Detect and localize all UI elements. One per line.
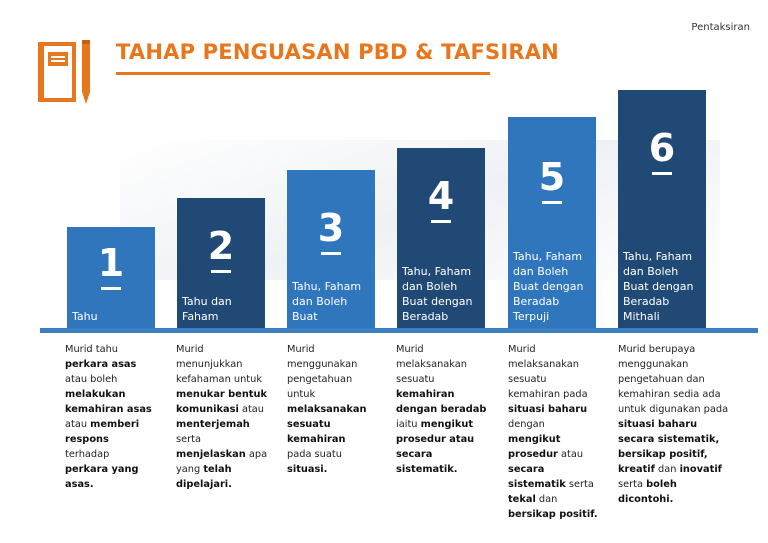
desc-bold-text: boleh dicontohi. — [618, 479, 677, 505]
desc-text: Murid melaksanakan sesuatu kemahiran pad… — [508, 344, 588, 400]
level-label: Tahu, Faham dan Boleh Buat — [292, 280, 362, 323]
level-bar-5: 5 Tahu, Faham dan Boleh Buat dengan Bera… — [508, 117, 596, 328]
title-underline — [116, 72, 490, 75]
desc-bold-text: perkara asas — [65, 359, 137, 370]
number-underline — [542, 201, 562, 204]
level-description-5: Murid melaksanakan sesuatu kemahiran pad… — [508, 342, 600, 522]
desc-text: Murid melaksanakan sesuatu — [396, 344, 468, 385]
desc-text: atau boleh — [65, 374, 118, 385]
level-label: Tahu, Faham dan Boleh Buat dengan Berada… — [623, 250, 694, 323]
level-label: Tahu, Faham dan Boleh Buat dengan Berada… — [402, 265, 473, 323]
desc-text: Murid berupaya menggunakan pengetahuan d… — [618, 344, 729, 415]
level-number: 3 — [317, 206, 345, 250]
level-bar-6: 6 Tahu, Faham dan Boleh Buat dengan Bera… — [618, 90, 706, 328]
desc-bold-text: menukar bentuk komunikasi — [176, 389, 267, 415]
number-underline — [101, 287, 121, 290]
level-label: Tahu dan Faham — [182, 295, 232, 323]
level-number: 6 — [648, 126, 676, 170]
number-underline — [652, 172, 672, 175]
level-number: 1 — [97, 241, 125, 285]
level-bar-4: 4 Tahu, Faham dan Boleh Buat dengan Bera… — [397, 148, 485, 328]
desc-bold-text: melakukan kemahiran asas — [65, 389, 152, 415]
desc-text: iaitu — [396, 419, 421, 430]
number-underline — [211, 270, 231, 273]
desc-text: atau — [65, 419, 91, 430]
desc-text: dan — [654, 464, 680, 475]
level-description-4: Murid melaksanakan sesuatu kemahiran den… — [396, 342, 488, 477]
level-bar-1: 1 Tahu — [67, 227, 155, 328]
desc-bold-text: inovatif — [679, 464, 722, 475]
desc-bold-text: kemahiran dengan beradab — [396, 389, 487, 415]
level-bar-2: 2 Tahu dan Faham — [177, 198, 265, 328]
desc-text: serta — [618, 479, 647, 490]
corner-label: Pentaksiran — [691, 22, 750, 33]
desc-bold-text: menterjemah — [176, 419, 250, 430]
desc-bold-text: situasi. — [287, 464, 328, 475]
desc-bold-text: telah dipelajari. — [176, 464, 232, 490]
level-description-3: Murid menggunakan pengetahuan untuk mela… — [287, 342, 373, 477]
desc-text: dengan — [508, 419, 545, 430]
level-description-1: Murid tahu perkara asas atau boleh melak… — [65, 342, 155, 492]
desc-text: Murid menunjukkan kefahaman untuk — [176, 344, 263, 385]
number-underline — [431, 220, 451, 223]
desc-bold-text: memberi respons — [65, 419, 140, 445]
desc-text: serta — [565, 479, 594, 490]
level-label: Tahu — [72, 310, 98, 323]
level-number: 5 — [538, 155, 566, 199]
notebook-pencil-icon — [38, 40, 90, 104]
desc-bold-text: menjelaskan — [176, 449, 246, 460]
level-number: 4 — [427, 174, 455, 218]
desc-bold-text: bersikap positif. — [508, 509, 598, 520]
desc-bold-text: mengikut prosedur — [508, 434, 561, 460]
desc-text: dan — [535, 494, 558, 505]
desc-bold-text: mengikut prosedur atau secara sistematik… — [396, 419, 475, 475]
page-title: TAHAP PENGUASAN PBD & TAFSIRAN — [116, 40, 559, 64]
desc-text: pada suatu — [287, 449, 342, 460]
baseline — [40, 328, 758, 333]
level-number: 2 — [207, 224, 235, 268]
desc-text: Murid tahu — [65, 344, 119, 355]
desc-text: atau — [238, 404, 264, 415]
level-description-6: Murid berupaya menggunakan pengetahuan d… — [618, 342, 730, 507]
number-underline — [321, 252, 341, 255]
desc-text: Murid menggunakan pengetahuan untuk — [287, 344, 358, 400]
desc-text: atau — [557, 449, 584, 460]
desc-text: apa yang — [176, 449, 268, 475]
desc-bold-text: perkara yang asas. — [65, 464, 139, 490]
desc-text: terhadap — [65, 449, 110, 460]
level-bar-3: 3 Tahu, Faham dan Boleh Buat — [287, 170, 375, 328]
desc-bold-text: situasi baharu — [508, 404, 588, 415]
desc-bold-text: situasi baharu secara sistematik, bersik… — [618, 419, 720, 475]
desc-bold-text: melaksanakan sesuatu kemahiran — [287, 404, 367, 445]
level-description-2: Murid menunjukkan kefahaman untuk menuka… — [176, 342, 268, 492]
desc-bold-text: secara sistematik — [508, 464, 566, 490]
desc-text: serta — [176, 434, 202, 445]
desc-bold-text: tekal — [508, 494, 536, 505]
level-label: Tahu, Faham dan Boleh Buat dengan Berada… — [513, 250, 584, 323]
